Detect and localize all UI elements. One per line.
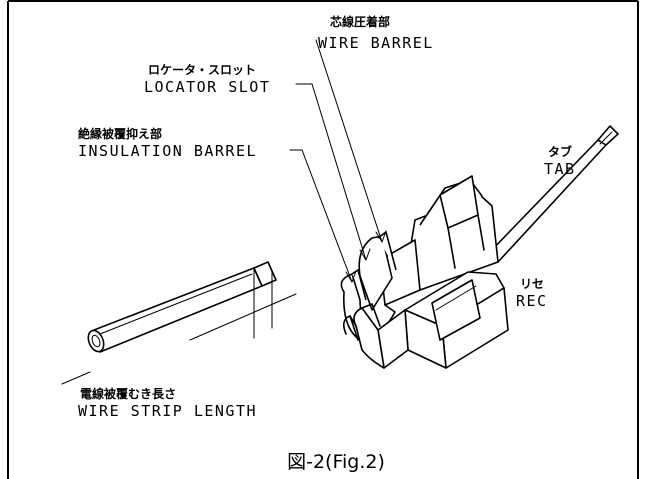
tab-label-jp: タブ xyxy=(548,144,572,159)
figure-frame xyxy=(7,0,639,479)
wire-drawing xyxy=(61,261,297,385)
rec-terminal-drawing xyxy=(342,271,509,369)
rec-label-en: REC xyxy=(516,292,548,310)
wire-barrel-label-jp: 芯線圧着部 xyxy=(330,14,390,29)
rec-label-jp: リセ xyxy=(520,277,544,291)
figure-caption: 図-2(Fig.2) xyxy=(287,451,385,473)
locator-slot-label-en: LOCATOR SLOT xyxy=(144,78,270,96)
wire-strip-length-label-en: WIRE STRIP LENGTH xyxy=(78,402,257,420)
wire-strip-length-label-jp: 電線被覆むき長さ xyxy=(80,386,176,401)
tab-label-en: TAB xyxy=(544,160,576,178)
locator-slot-label-jp: ロケータ・スロット xyxy=(148,63,256,77)
wire-barrel-label-en: WIRE BARREL xyxy=(318,34,434,52)
leader-lines xyxy=(289,39,387,283)
insulation-barrel-label-jp: 絶縁被覆抑え部 xyxy=(78,126,162,141)
tab-terminal-drawing xyxy=(340,125,619,341)
insulation-barrel-label-en: INSULATION BARREL xyxy=(78,142,257,160)
